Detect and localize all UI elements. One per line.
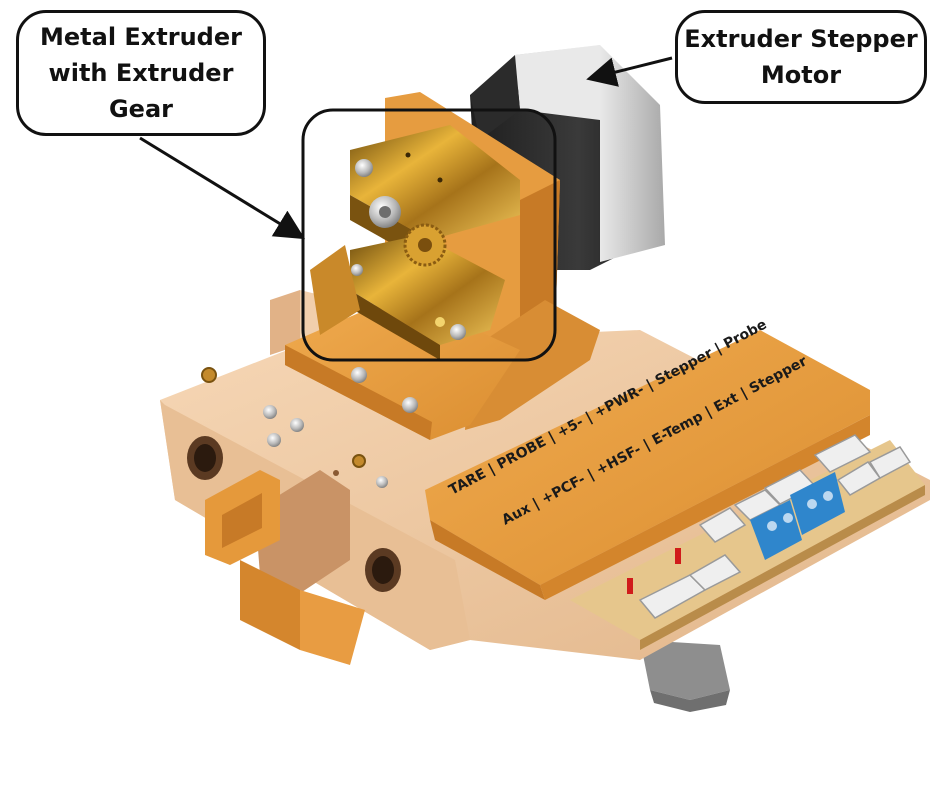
callout-metal-extruder-text: Metal Extruder with Extruder Gear — [40, 23, 242, 123]
callout-metal-extruder: Metal Extruder with Extruder Gear — [16, 10, 266, 136]
arrow-to-motor — [586, 56, 673, 87]
control-board-enclosure — [425, 330, 870, 600]
callout-stepper-motor: Extruder Stepper Motor — [675, 10, 927, 104]
arrow-to-extruder — [139, 136, 306, 240]
lower-motor-stub — [640, 640, 730, 712]
screw-terminals — [750, 472, 845, 560]
body-screws — [201, 367, 418, 488]
pcb-board — [570, 434, 925, 650]
jst-connectors — [638, 434, 912, 619]
status-leds — [627, 548, 681, 594]
callout-stepper-motor-text: Extruder Stepper Motor — [684, 25, 918, 89]
orange-lower-bracket — [240, 560, 365, 665]
metal-extruder — [310, 125, 520, 360]
orange-latch-tab — [205, 470, 280, 565]
